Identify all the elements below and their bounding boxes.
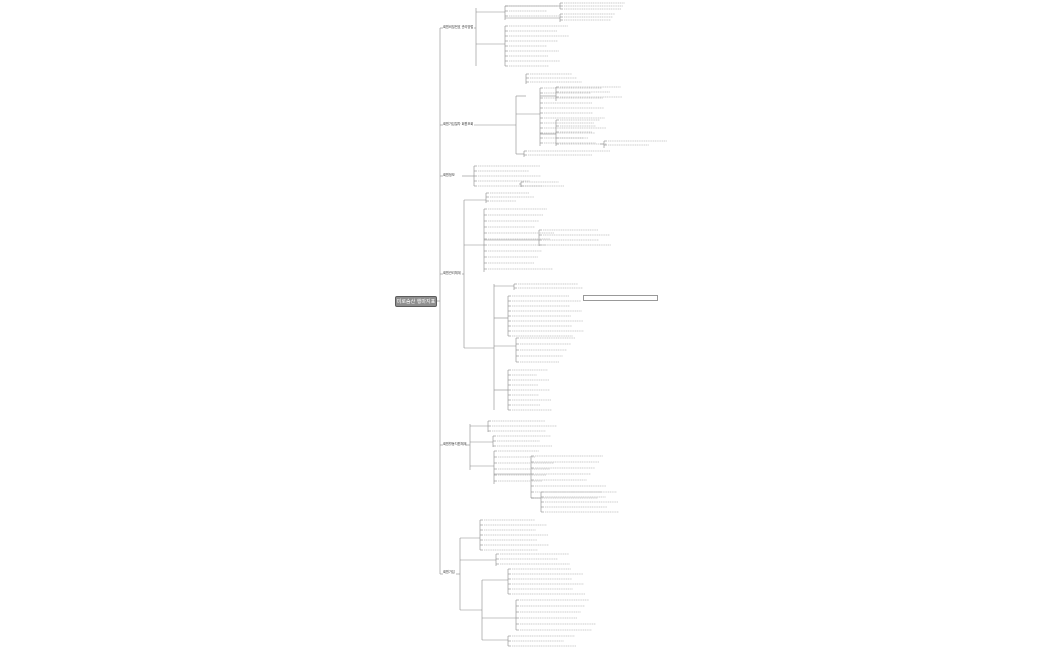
branch-node[interactable]: 회원정보 <box>443 173 455 177</box>
connector-lines <box>437 2 607 647</box>
annotation-box <box>583 295 658 301</box>
branch-node[interactable]: 회원활동지원체계 <box>443 442 467 446</box>
root-node[interactable]: 미로숨산 행마지표 <box>395 296 437 307</box>
branch-node[interactable]: 회원관리체계 <box>443 271 461 275</box>
leaf-lines <box>478 2 667 647</box>
branch-node[interactable]: 회원가입절차 회원조회 <box>443 122 474 126</box>
branch-node[interactable]: 회원비밀번호 관리방법 <box>443 25 474 29</box>
branch-node[interactable]: 회원가입 <box>443 570 455 574</box>
